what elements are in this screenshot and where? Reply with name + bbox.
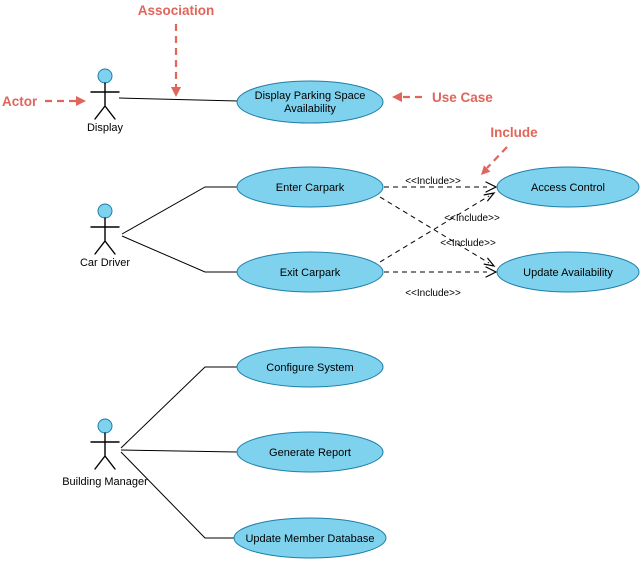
include-exit-carpark-to-access-control[interactable]: <<Include>> [379,192,500,263]
annotation-use-case-arrowhead-icon [392,92,402,102]
actor-body-icon [90,217,120,255]
annotation-actor[interactable]: Actor [2,94,86,109]
usecase-update-member-database-label: Update Member Database [245,533,374,545]
association-car-driver-to-exit-carpark[interactable] [121,235,237,273]
actor-body-icon [90,432,120,470]
include-enter-carpark-to-access-control[interactable]: <<Include>> [384,176,498,193]
actor-car-driver-label: Car Driver [80,257,130,269]
usecase-display-availability[interactable]: Display Parking Space Availability [236,80,384,124]
usecase-update-availability-label: Update Availability [523,267,613,279]
include-arrowhead-icon [483,257,496,267]
actor-car-driver[interactable]: Car Driver [80,203,130,269]
annotation-association[interactable]: Association [138,3,215,97]
actor-head-icon [97,203,113,219]
annotation-include-label: Include [490,125,538,140]
annotation-include[interactable]: Include [481,125,538,175]
usecase-access-control-label: Access Control [531,182,605,194]
usecase-update-availability[interactable]: Update Availability [496,251,640,293]
usecase-ellipse [236,431,384,473]
include-stereotype-label: <<Include>> [405,176,461,187]
usecase-enter-carpark-label: Enter Carpark [276,182,345,194]
usecase-ellipse [233,517,387,559]
include-stereotype-label: <<Include>> [440,238,496,249]
include-line [379,196,490,264]
include-arrowhead-icon [485,266,498,278]
usecase-ellipse [236,346,384,388]
actor-body-icon [90,82,120,120]
usecase-exit-carpark[interactable]: Exit Carpark [236,251,384,293]
actor-head-icon [97,68,113,84]
include-stereotype-label: <<Include>> [405,288,461,299]
usecase-generate-report[interactable]: Generate Report [236,431,384,473]
actor-building-manager[interactable]: Building Manager [62,418,148,488]
usecase-display-availability-label-line2: Availability [284,103,336,115]
usecase-configure-system-label: Configure System [266,362,353,374]
include-arrowhead-icon [483,192,496,202]
usecase-enter-carpark[interactable]: Enter Carpark [236,166,384,208]
annotation-actor-arrowhead-icon [76,96,86,106]
association-building-manager-to-generate-report[interactable] [120,449,238,453]
annotation-association-arrowhead-icon [171,87,181,97]
actor-head-icon [97,418,113,434]
association-building-manager-to-configure-system[interactable] [120,366,237,449]
annotation-use-case[interactable]: Use Case [392,90,493,105]
annotation-association-label: Association [138,3,215,18]
include-line [379,195,490,263]
actor-display[interactable]: Display [87,68,124,134]
include-enter-carpark-to-update-availability[interactable]: <<Include>> [379,196,496,267]
usecase-configure-system[interactable]: Configure System [236,346,384,388]
usecase-ellipse [236,166,384,208]
include-arrowhead-icon [485,181,498,193]
association-building-manager-to-update-member-database[interactable] [120,451,234,539]
actor-building-manager-label: Building Manager [62,476,148,488]
annotation-include-arrow-line [486,146,508,169]
usecase-display-availability-label-line1: Display Parking Space [255,90,366,102]
usecase-ellipse [236,80,384,124]
usecase-access-control[interactable]: Access Control [496,166,640,208]
annotation-use-case-label: Use Case [432,90,493,105]
usecase-ellipse [236,251,384,293]
usecase-ellipse [496,166,640,208]
association-display-to-display-availability[interactable] [118,97,239,102]
usecase-generate-report-label: Generate Report [269,447,351,459]
usecase-exit-carpark-label: Exit Carpark [280,267,341,279]
annotation-include-arrowhead-icon [481,165,491,175]
include-stereotype-label: <<Include>> [444,213,500,224]
include-exit-carpark-to-update-availability[interactable]: <<Include>> [384,266,498,299]
usecase-ellipse [496,251,640,293]
usecase-update-member-database[interactable]: Update Member Database [233,517,387,559]
actor-display-label: Display [87,122,124,134]
annotation-actor-label: Actor [2,94,38,109]
association-car-driver-to-enter-carpark[interactable] [121,186,237,235]
